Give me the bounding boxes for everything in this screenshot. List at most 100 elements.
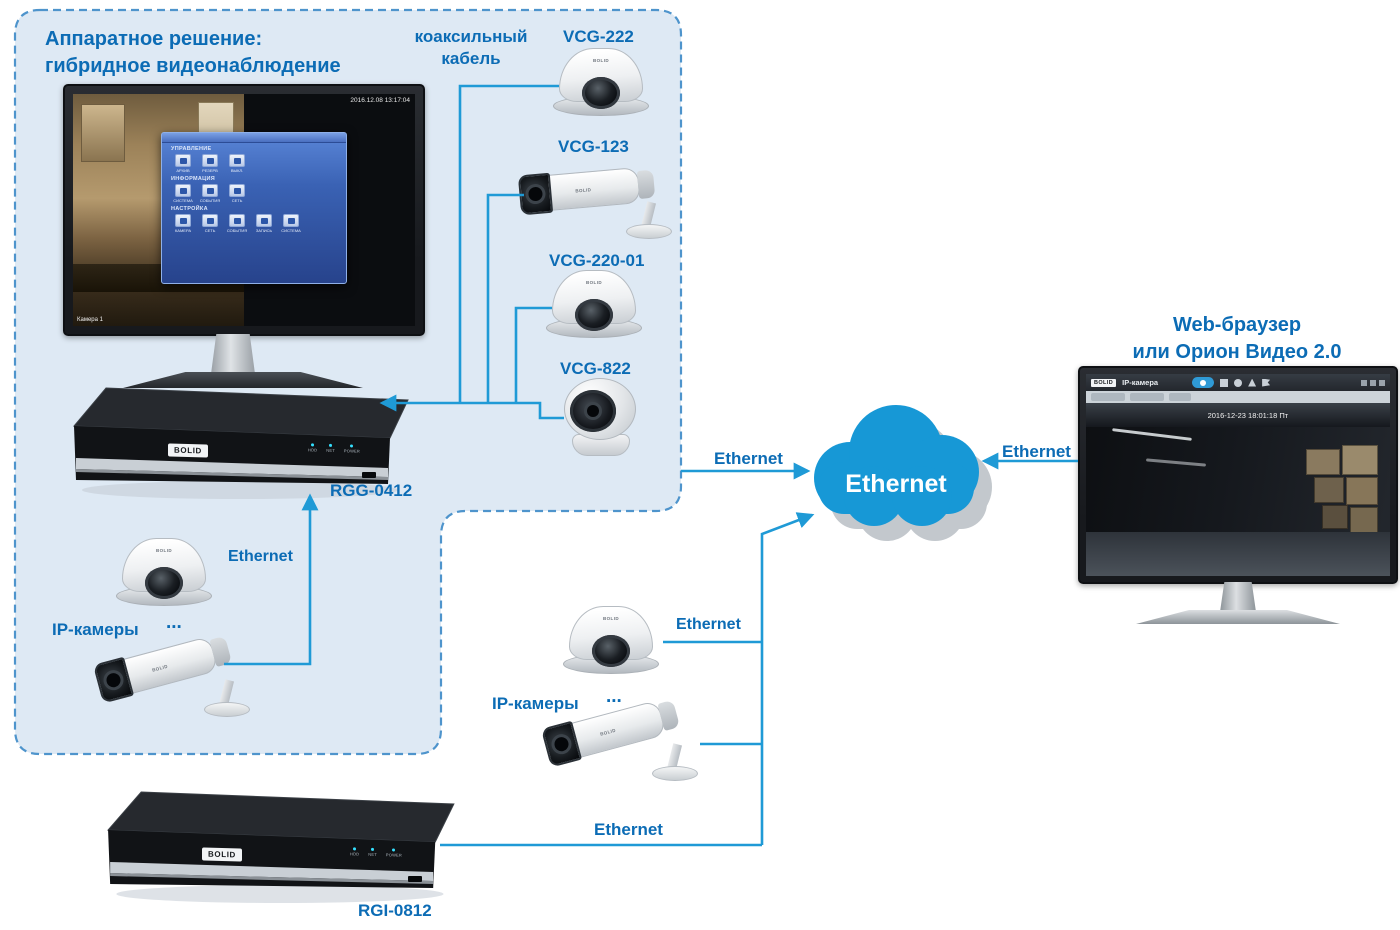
monitor-stand-neck <box>1220 582 1256 612</box>
led-net: NET <box>368 847 377 857</box>
menu-icon <box>260 217 268 224</box>
camera-vcg-220-01: BOLID <box>546 270 642 340</box>
scene-floor <box>1086 532 1390 576</box>
menu-row-2: СИСТЕМА СОБЫТИЯ СЕТЬ <box>162 184 346 203</box>
menu-icon <box>179 157 187 164</box>
webui-app-title: IP-камера <box>1122 378 1159 387</box>
monitor-bezel: Камера 1 2016.12.08 13:17:04 УПРАВЛЕНИЕ … <box>63 84 425 336</box>
status-leds: HDD NET POWER <box>350 847 402 858</box>
brand-label: BOLID <box>156 548 172 553</box>
bolid-logo: BOLID <box>1091 378 1117 387</box>
menu-icon <box>233 187 241 194</box>
recorder-rgg-0412: BOLID HDD NET POWER <box>72 384 412 506</box>
menu-row-3: КАМЕРА СЕТЬ СОБЫТИЯ ЗАПИСЬ СИСТЕМА <box>162 214 346 233</box>
camera-name-overlay: Камера 1 <box>77 317 103 323</box>
hybrid-system-monitor: Камера 1 2016.12.08 13:17:04 УПРАВЛЕНИЕ … <box>63 84 425 390</box>
menu-item: СОБЫТИЯ <box>227 214 247 233</box>
eyeball-lens <box>587 405 599 417</box>
brand-label: BOLID <box>151 663 169 673</box>
stream-tab <box>1169 393 1191 401</box>
menu-icon <box>206 217 214 224</box>
brand-label: BOLID <box>599 727 617 737</box>
brand-label: BOLID <box>593 58 609 63</box>
video-timestamp: 2016-12-23 18:01:18 Пт <box>1207 411 1289 420</box>
client-monitor: BOLID IP-камера <box>1078 366 1398 628</box>
monitor-stand-base <box>123 372 363 388</box>
label-ethernet-panel-cloud: Ethernet <box>714 449 783 468</box>
menu-item: РЕЗЕРВ <box>201 154 219 173</box>
menu-item: СОБЫТИЯ <box>200 184 220 203</box>
camera-vcg-222: BOLID <box>553 48 649 118</box>
brand-label: BOLID <box>575 186 592 194</box>
live-video-area: 2016-12-23 18:01:18 Пт <box>1086 403 1390 576</box>
log-icon <box>1262 378 1271 387</box>
live-view-icon <box>1192 377 1215 388</box>
label-vcg-220-01: VCG-220-01 <box>549 251 645 270</box>
client-monitor-title: Web-браузер или Орион Видео 2.0 <box>1132 314 1342 363</box>
monitor-screen: Камера 1 2016.12.08 13:17:04 УПРАВЛЕНИЕ … <box>73 94 415 326</box>
label-ethernet-cloud-monitor: Ethernet <box>1002 442 1071 461</box>
label-ip-cameras-left: IP-камеры <box>52 620 139 639</box>
panel-title: Аппаратное решение: гибридное видеонаблю… <box>45 28 341 77</box>
camera-vcg-822 <box>556 378 646 456</box>
lens-glass <box>104 671 123 689</box>
label-ethernet-mid-dome: Ethernet <box>676 616 741 633</box>
label-rgg-0412: RGG-0412 <box>330 481 413 500</box>
osd-timestamp: 2016.12.08 13:17:04 <box>350 97 410 104</box>
cloud-label: Ethernet <box>845 470 947 498</box>
label-ethernet-bottom: Ethernet <box>594 820 663 839</box>
status-leds: HDD NET POWER <box>308 443 360 454</box>
bolid-logo: BOLID <box>202 847 242 862</box>
menu-icon <box>179 187 187 194</box>
label-vcg-222: VCG-222 <box>563 27 634 46</box>
cloud-shape <box>814 405 979 526</box>
scene-cabinet <box>81 104 125 162</box>
ceiling-light <box>1145 458 1207 467</box>
recorder-rgi-0812: BOLID HDD NET POWER <box>106 788 458 910</box>
dome-lens <box>145 567 183 599</box>
scene-ceiling <box>1086 403 1390 427</box>
dome-lens <box>582 77 620 109</box>
label-ethernet-ipcams: Ethernet <box>228 548 293 565</box>
usb-port <box>362 472 376 478</box>
menu-icon <box>233 157 241 164</box>
led-net: NET <box>326 443 335 453</box>
webui-titlebar: BOLID IP-камера <box>1086 374 1390 391</box>
bullet-rear <box>636 169 656 200</box>
menu-icon <box>287 217 295 224</box>
stream-tab <box>1130 393 1164 401</box>
menu-item: СИСТЕМА <box>281 214 301 233</box>
menu-titlebar <box>162 133 346 143</box>
playback-icon <box>1220 378 1229 387</box>
menu-icon <box>206 157 214 164</box>
led-hdd: HDD <box>350 847 359 857</box>
settings-icon <box>1234 378 1243 387</box>
menu-item: СЕТЬ <box>201 214 219 233</box>
led-power: POWER <box>344 444 360 454</box>
ip-camera-bullet-left: BOLID <box>92 628 256 724</box>
menu-item: ВЫКЛ. <box>228 154 246 173</box>
label-vcg-822: VCG-822 <box>560 359 631 378</box>
brand-label: BOLID <box>586 280 602 285</box>
label-ip-cameras-mid: IP-камеры <box>492 694 579 713</box>
label-rgi-0812: RGI-0812 <box>358 901 432 920</box>
label-ip-cameras-mid-dots: ... <box>606 686 622 707</box>
menu-section-info: ИНФОРМАЦИЯ <box>171 176 215 182</box>
bullet-lens <box>517 172 554 216</box>
menu-icon <box>206 187 214 194</box>
menu-section-settings: НАСТРОЙКА <box>171 206 208 212</box>
dome-lens <box>592 635 630 667</box>
recorder-body <box>106 791 455 903</box>
menu-item: СЕТЬ <box>228 184 246 203</box>
alarm-icon <box>1248 378 1257 387</box>
menu-section-control: УПРАВЛЕНИЕ <box>171 146 212 152</box>
menu-icon <box>179 217 187 224</box>
menu-item: ЗАПИСЬ <box>255 214 273 233</box>
menu-row-1: АРХИВ РЕЗЕРВ ВЫКЛ. <box>162 154 346 173</box>
menu-item: СИСТЕМА <box>173 184 193 203</box>
ip-camera-dome-left: BOLID <box>116 538 212 608</box>
bullet-mount-base <box>204 702 250 717</box>
menu-icon <box>233 217 241 224</box>
stream-tab <box>1091 393 1125 401</box>
